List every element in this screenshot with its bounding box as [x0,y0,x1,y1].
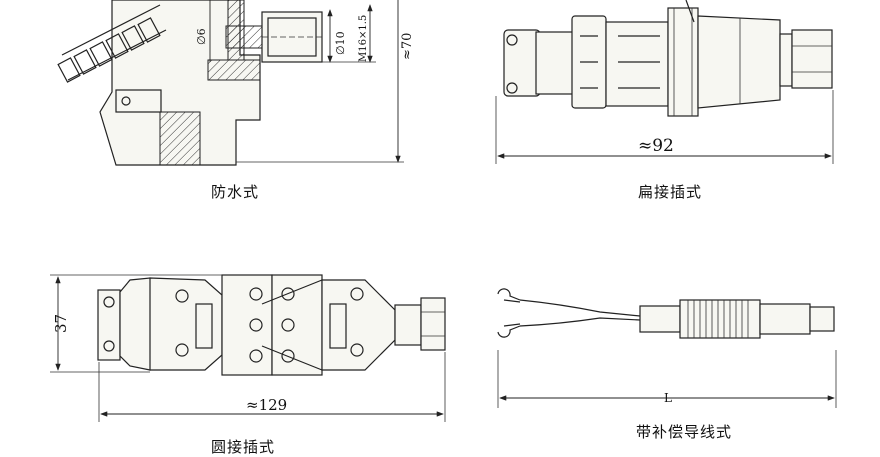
dim-length-129: ≈129 [246,396,287,414]
waterproof-drawing [57,0,404,166]
dim-length-L: L [664,391,672,405]
spring-sleeve [687,300,749,338]
dim-length-92: ≈92 [638,136,674,156]
caption-round-plug: 圆接插式 [211,438,276,456]
dim-d10: ∅10 [334,31,347,55]
dim-height-37: 37 [52,314,70,333]
round-plug-drawing [50,274,446,422]
compensation-lead-drawing [497,288,837,408]
dim-thread: M16×1.5 [358,15,369,62]
dim-d6: ∅6 [195,28,208,45]
flat-plug-drawing [495,0,834,164]
caption-waterproof: 防水式 [211,183,260,201]
coiled-cable [57,4,167,83]
caption-flat-plug: 扁接插式 [638,183,703,201]
caption-compensation-lead: 带补偿导线式 [636,423,733,441]
dim-height-70: ≈70 [400,33,415,60]
